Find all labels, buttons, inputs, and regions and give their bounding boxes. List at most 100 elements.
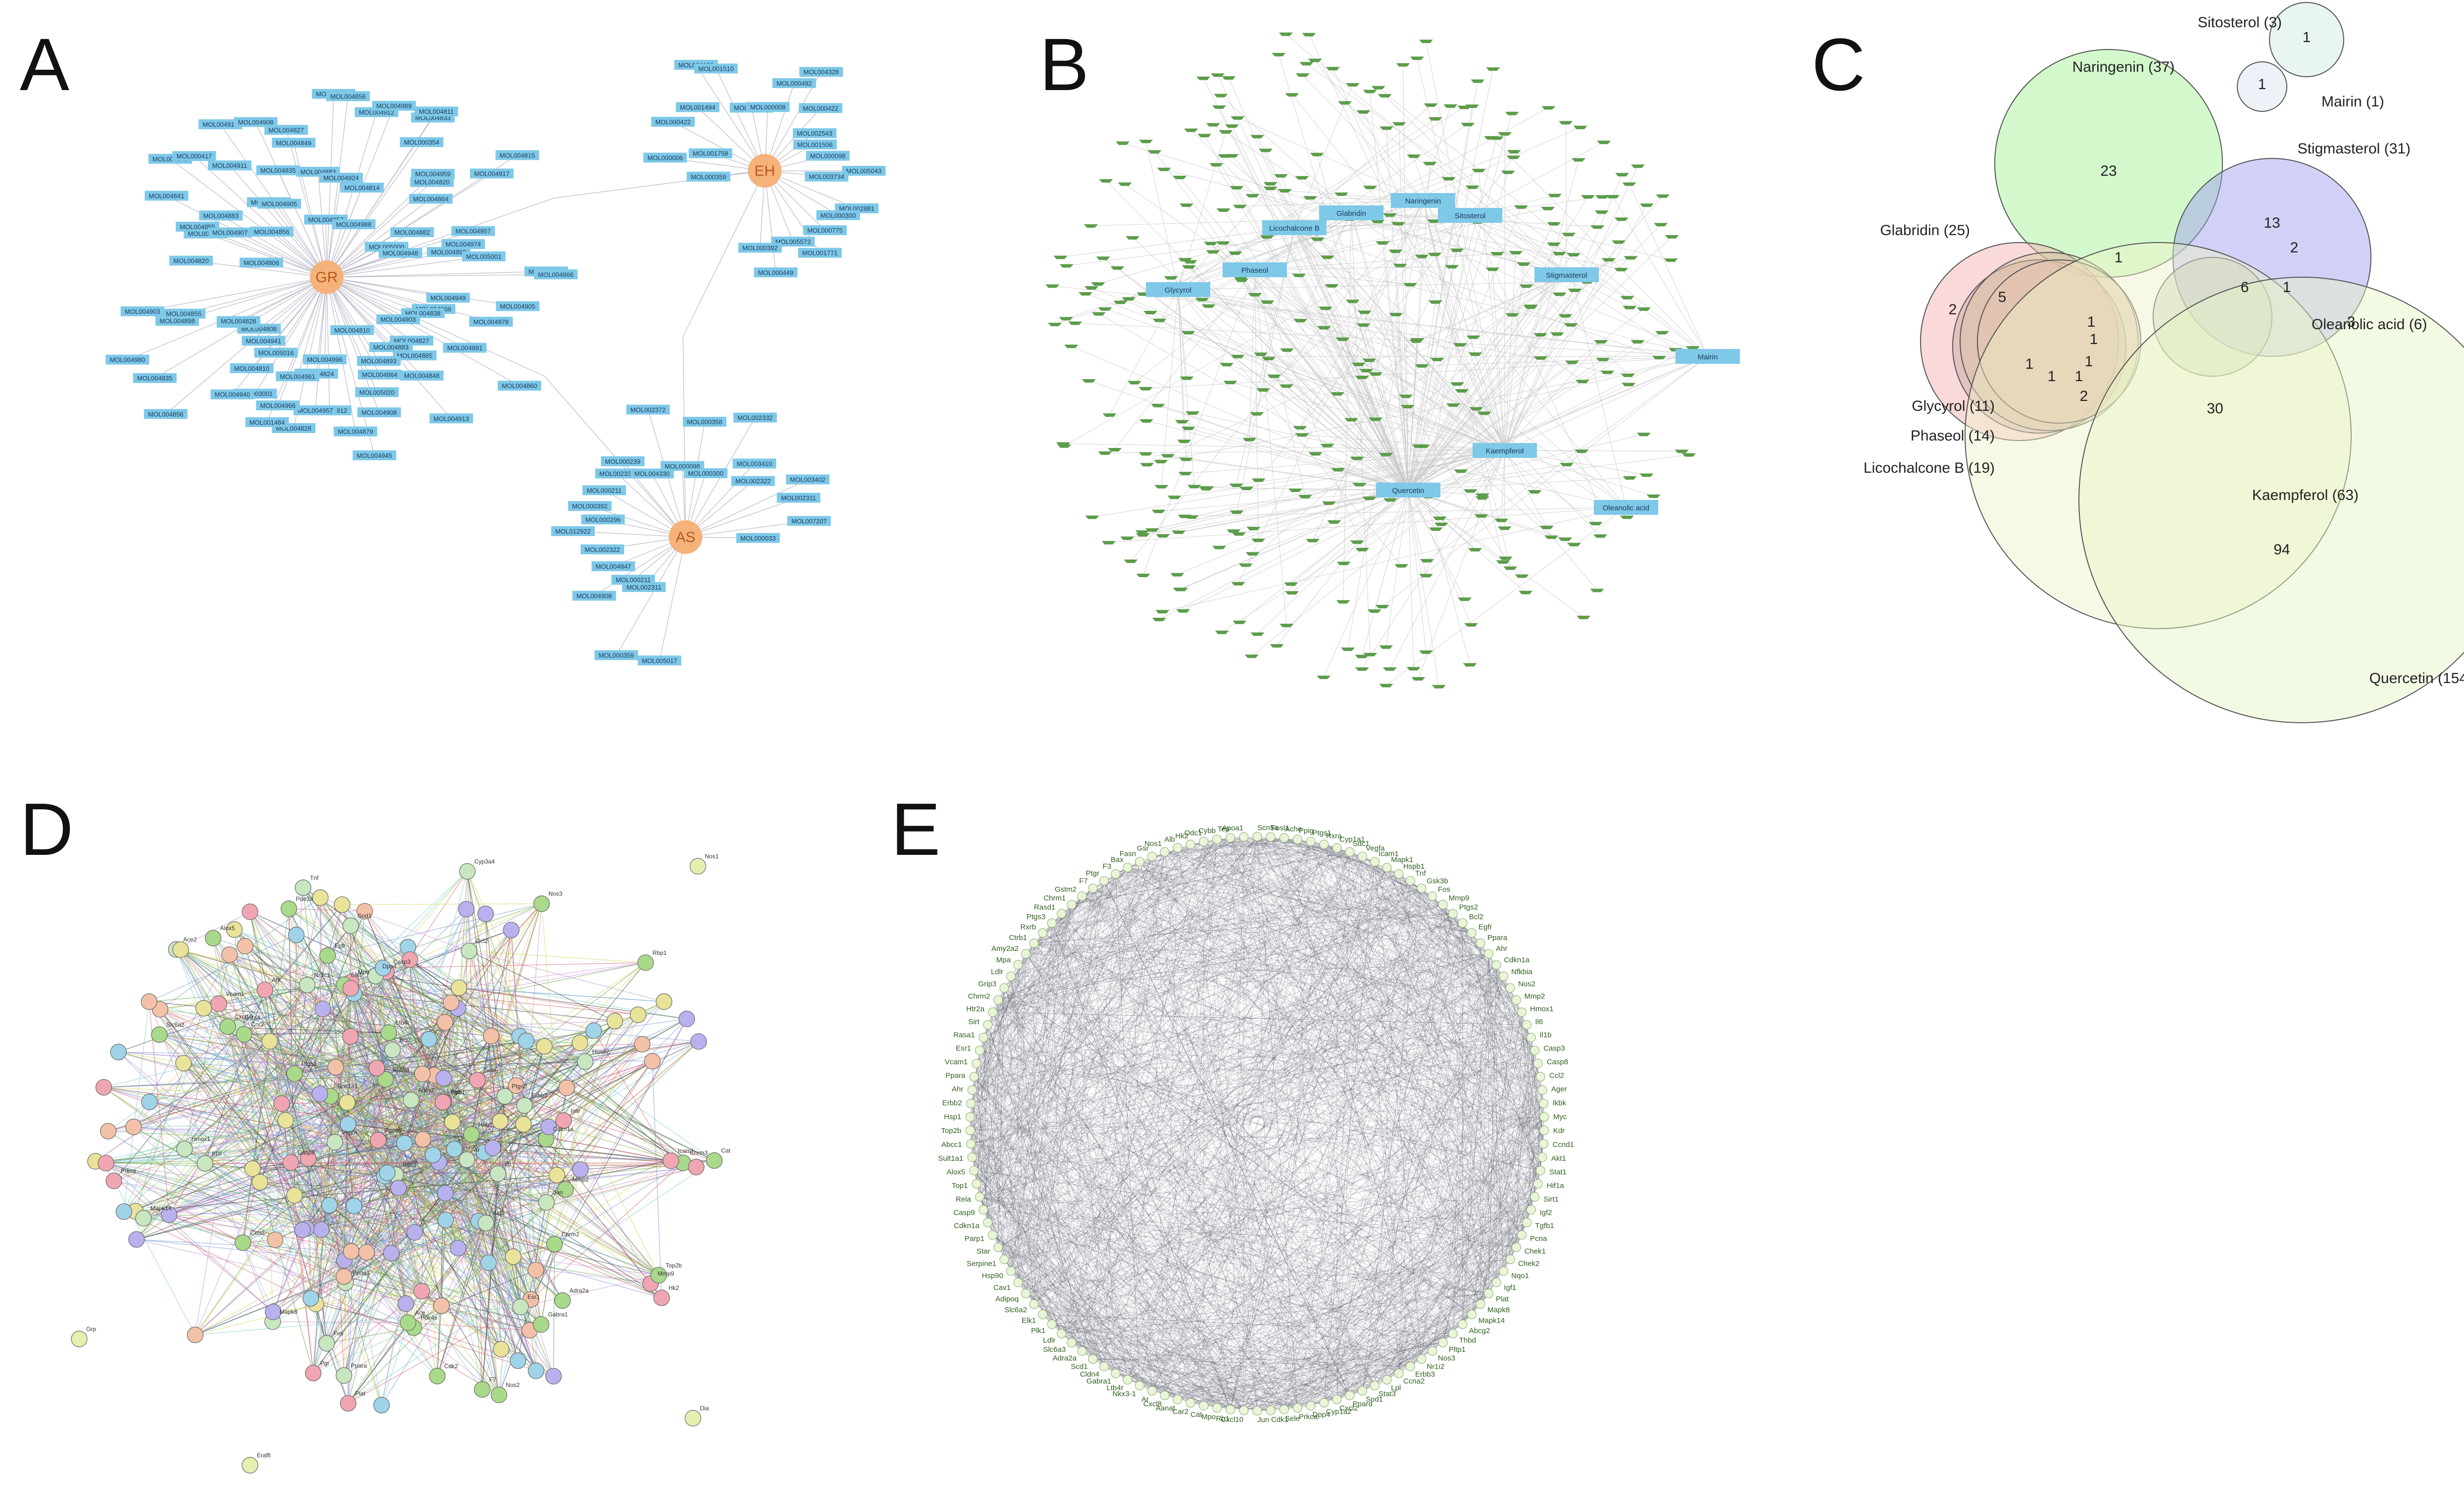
ppi-edge xyxy=(383,967,594,1031)
circle-edge xyxy=(983,1209,1517,1248)
circle-edge xyxy=(979,851,1165,1197)
gene-label: Fosl1 xyxy=(1271,824,1289,833)
gene-label: Sod1 xyxy=(1366,1395,1383,1403)
target-node xyxy=(1220,363,1234,367)
circle-edge xyxy=(979,1196,1035,1304)
target-node xyxy=(1352,483,1367,487)
circle-edge xyxy=(1217,1196,1535,1408)
target-node xyxy=(1136,573,1150,577)
circle-edge xyxy=(1164,839,1298,852)
target-node xyxy=(1280,624,1294,628)
molecule-label: MOL004961 xyxy=(280,373,315,380)
circle-edge xyxy=(976,999,1517,1064)
ppi-node-label: F7 xyxy=(489,1376,496,1383)
gene-node xyxy=(1160,1390,1170,1400)
circle-edge xyxy=(974,1170,1522,1236)
edge xyxy=(1408,308,1644,491)
circle-edge xyxy=(1127,867,1511,989)
molecule-label: MOL004883 xyxy=(203,212,239,219)
ppi-edge xyxy=(350,871,468,983)
circle-edge xyxy=(1336,856,1363,1400)
circle-edge xyxy=(976,1063,1324,1403)
circle-edge xyxy=(1362,913,1453,1391)
target-node xyxy=(1654,223,1668,227)
circle-edge xyxy=(1284,1037,1531,1410)
circle-edge xyxy=(1336,1117,1545,1400)
circle-edge xyxy=(1034,943,1411,1367)
circle-edge xyxy=(1203,842,1453,1334)
edge xyxy=(1109,289,1179,415)
circle-edge xyxy=(1026,953,1443,1343)
ppi-edge xyxy=(468,950,505,1096)
circle-edge xyxy=(1026,838,1284,954)
circle-edge xyxy=(987,923,1463,1025)
circle-edge xyxy=(1152,1390,1311,1406)
circle-edge xyxy=(1257,999,1517,1411)
molecule-node-box xyxy=(172,151,216,161)
circle-edge xyxy=(1349,1380,1387,1396)
edge xyxy=(1312,215,1471,541)
ppi-edge xyxy=(285,1120,392,1254)
molecule-node-box xyxy=(738,243,782,253)
circle-edge xyxy=(1421,1157,1543,1359)
target-node xyxy=(1474,514,1488,518)
circle-edge xyxy=(1042,933,1531,1210)
circle-edge xyxy=(980,1196,1472,1315)
target-node xyxy=(1514,205,1528,209)
circle-edge xyxy=(1516,1143,1544,1247)
target-node xyxy=(1494,518,1509,522)
circle-edge xyxy=(972,861,1375,1090)
circle-edge xyxy=(1026,953,1411,1367)
circle-edge xyxy=(1004,988,1217,1408)
circle-edge xyxy=(1398,874,1517,1000)
target-node xyxy=(1197,134,1212,138)
edge xyxy=(1332,68,1505,451)
gene-node xyxy=(1476,938,1485,948)
ppi-edge xyxy=(326,1147,493,1344)
circle-edge xyxy=(1026,874,1116,1294)
shared-edge xyxy=(554,170,765,198)
circle-edge xyxy=(987,1024,1541,1077)
molecule-label: MOL004893 xyxy=(361,357,396,365)
edge xyxy=(1185,450,1505,474)
circle-edge xyxy=(1004,896,1083,989)
circle-edge xyxy=(976,1000,998,1184)
ppi-node xyxy=(637,954,654,971)
edge xyxy=(1370,91,1409,491)
ppi-edge xyxy=(342,904,517,1086)
edge xyxy=(1294,227,1472,625)
ppi-node xyxy=(305,1365,322,1382)
molecule-node-box xyxy=(330,325,374,336)
edge xyxy=(1122,143,1352,213)
circle-edge xyxy=(1071,904,1543,1158)
edge xyxy=(1418,450,1505,679)
circle-edge xyxy=(1152,856,1504,1272)
circle-edge xyxy=(970,1130,1244,1411)
edge-gr xyxy=(326,277,434,309)
target-node xyxy=(1242,438,1257,442)
ppi-node-label: Top2b xyxy=(666,1262,682,1269)
molecule-label: MOL001510 xyxy=(698,65,734,72)
venn-set-label: Licochalcone B (19) xyxy=(1864,460,1995,476)
target-node xyxy=(1355,547,1370,551)
circle-edge xyxy=(983,1037,1517,1248)
circle-edge xyxy=(1217,839,1497,965)
target-node xyxy=(1336,600,1350,604)
molecule-node-box xyxy=(581,514,625,525)
target-node xyxy=(1369,372,1383,376)
circle-edge xyxy=(971,1103,1497,1283)
edge xyxy=(1178,107,1465,290)
circle-edge xyxy=(1349,1380,1387,1396)
circle-edge xyxy=(1164,851,1489,1294)
circle-edge xyxy=(1410,1247,1517,1367)
circle-edge xyxy=(1026,953,1337,1400)
circle-edge xyxy=(970,1117,998,1247)
circle-edge xyxy=(971,851,1165,1144)
circle-edge xyxy=(992,888,1422,1013)
target-node xyxy=(1420,559,1434,563)
circle-edge xyxy=(1527,1025,1544,1144)
target-node xyxy=(1099,179,1113,183)
molecule-label: MOL000296 xyxy=(585,516,621,523)
circle-edge xyxy=(976,881,1411,1184)
ppi-edge xyxy=(375,976,493,1148)
